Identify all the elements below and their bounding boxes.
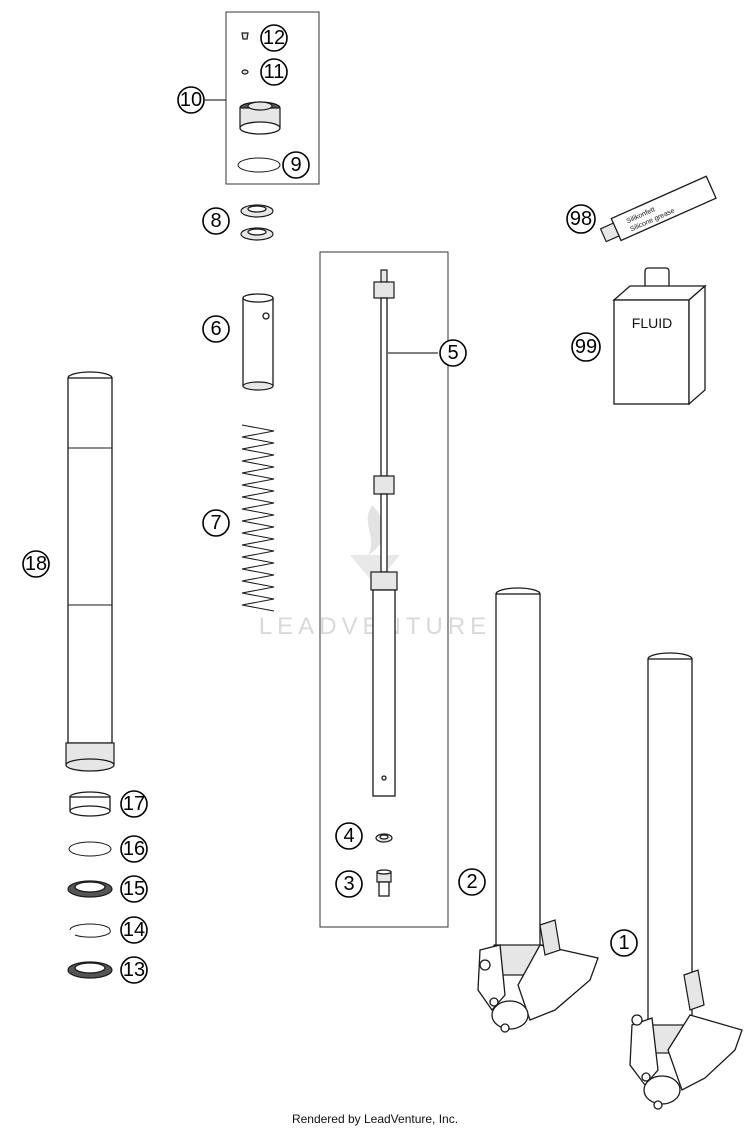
- cartridge-box: [319, 251, 449, 928]
- callout-2: 2: [458, 868, 486, 896]
- part-99-fluid-bottle: FLUID: [612, 267, 707, 406]
- svg-text:13: 13: [123, 959, 145, 981]
- callout-15: 15: [120, 875, 148, 903]
- part-14-clip: [69, 923, 111, 938]
- part-6-spacer-tube: [242, 293, 274, 391]
- callout-3: 3: [335, 870, 363, 898]
- svg-text:17: 17: [123, 793, 145, 815]
- callout-14: 14: [120, 916, 148, 944]
- fluid-label: FLUID: [632, 315, 672, 331]
- callout-99: 99: [571, 332, 601, 362]
- part-2-fork-leg: [477, 587, 599, 1033]
- svg-text:7: 7: [210, 512, 221, 534]
- callout-1: 1: [610, 929, 638, 957]
- svg-text:10: 10: [180, 89, 202, 111]
- part-1-fork-leg: [629, 652, 743, 1110]
- callout-7: 7: [202, 509, 230, 537]
- part-15-seal: [67, 880, 113, 898]
- part-9-oring: [237, 157, 281, 173]
- callout-8: 8: [202, 207, 230, 235]
- callout-9: 9: [282, 151, 310, 179]
- svg-text:9: 9: [290, 154, 301, 176]
- svg-text:5: 5: [447, 342, 458, 364]
- svg-text:18: 18: [25, 553, 47, 575]
- svg-text:6: 6: [210, 318, 221, 340]
- part-10-top-cap: [239, 101, 281, 135]
- svg-text:3: 3: [343, 873, 354, 895]
- svg-text:12: 12: [263, 27, 285, 49]
- callout-18: 18: [22, 550, 50, 578]
- svg-text:99: 99: [575, 336, 597, 358]
- svg-text:98: 98: [570, 208, 592, 230]
- callout-13: 13: [120, 956, 148, 984]
- svg-text:15: 15: [123, 878, 145, 900]
- callout-16: 16: [120, 835, 148, 863]
- callout-11: 11: [260, 58, 288, 86]
- svg-text:2: 2: [466, 871, 477, 893]
- callout-17: 17: [120, 790, 148, 818]
- part-3-bolt: [376, 869, 392, 897]
- part-12-screw: [241, 32, 249, 40]
- callout-6: 6: [202, 315, 230, 343]
- part-5-cartridge: [370, 269, 398, 797]
- part-11-oring: [241, 69, 249, 75]
- part-17-bushing: [69, 791, 111, 817]
- part-13-dust-seal: [67, 961, 113, 979]
- callout-5: 5: [439, 339, 467, 367]
- callout-10: 10: [177, 86, 205, 114]
- part-8-washers: [240, 204, 274, 241]
- svg-text:4: 4: [343, 825, 354, 847]
- svg-text:1: 1: [618, 932, 629, 954]
- callout-4: 4: [335, 822, 363, 850]
- svg-text:11: 11: [264, 61, 285, 83]
- part-98-grease-tube: Silikonfett Silicone grease: [599, 175, 717, 243]
- part-7-spring: [241, 424, 275, 612]
- svg-text:8: 8: [210, 210, 221, 232]
- callout-98: 98: [566, 204, 596, 234]
- leader-lines: [205, 99, 438, 354]
- part-16-ring: [68, 841, 112, 857]
- top-cap-box: [225, 11, 320, 185]
- part-4-washer: [375, 833, 393, 843]
- part-18-inner-tube: [65, 371, 115, 772]
- callout-12: 12: [260, 24, 288, 52]
- footer-credit: Rendered by LeadVenture, Inc.: [291, 1112, 459, 1126]
- svg-text:14: 14: [123, 919, 145, 941]
- svg-text:16: 16: [123, 838, 145, 860]
